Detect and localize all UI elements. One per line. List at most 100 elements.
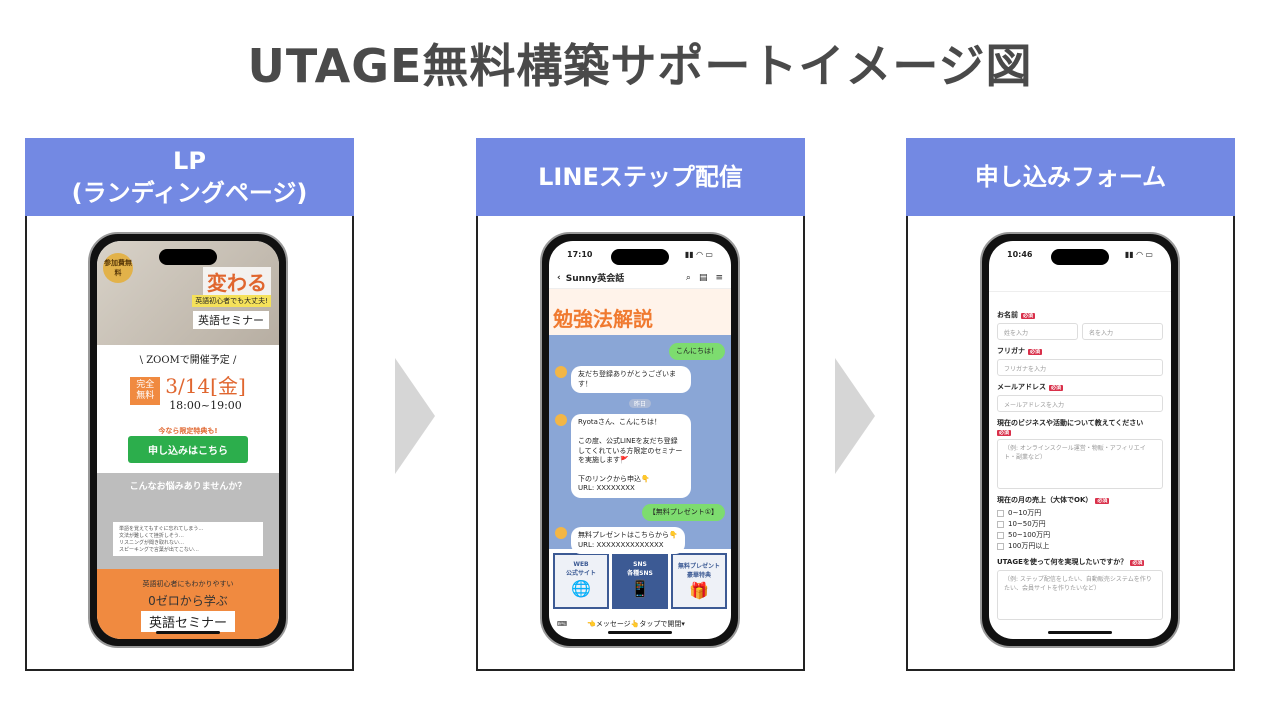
application-form: お名前必須 姓を入力名を入力 フリガナ必須 フリガナを入力 メールアドレス必須 … [989, 291, 1171, 620]
message-bubble: 【無料プレゼント①】 [641, 503, 725, 522]
field-label: 現在の月の売上（大体でOK）必須 [997, 495, 1163, 505]
search-icon[interactable]: ⌕ [685, 272, 691, 283]
worry-section: こんなお悩みありませんか？ 単語を覚えてもすぐに忘れてしまう… 文法が難しくて挫… [97, 473, 279, 581]
free-badge: 参加費無料 [103, 253, 133, 283]
status-bar: 17:10 ▮▮ ◠ ▭ [549, 241, 731, 267]
event-date: 3/14[金] [165, 374, 246, 398]
battery-icon: ▮▮ ◠ ▭ [684, 249, 713, 259]
date-pill: 昨日 [629, 399, 651, 409]
dynamic-island [1051, 249, 1109, 265]
worry-title: こんなお悩みありませんか？ [129, 482, 247, 492]
back-icon[interactable]: ‹ [557, 272, 561, 283]
dynamic-island [159, 249, 217, 265]
rich-menu-sns[interactable]: SNS 各種SNS 📱 [612, 553, 668, 609]
chat-area: 勉強法解説 こんにちは！ 友だち登録ありがとうございます！ 昨日 Ryotaさん… [549, 289, 731, 555]
option-label: 100万円以上 [1008, 542, 1050, 550]
required-badge: 必須 [1095, 498, 1110, 504]
menu-icon[interactable]: ≡ [715, 272, 723, 283]
sales-checkbox[interactable]: 10~50万円 [997, 519, 1163, 529]
worry-item: 文法が難しくて挫折しそう… [119, 533, 184, 539]
email-input[interactable]: メールアドレスを入力 [997, 395, 1163, 412]
header-line: (ランディングページ) [71, 179, 308, 207]
field-label: メールアドレス必須 [997, 382, 1163, 392]
menu-sub: 豪華特典 [686, 572, 711, 579]
seminar-title: 英語セミナー [193, 311, 269, 329]
menu-sub: 各種SNS [627, 570, 653, 577]
clock: 10:46 [1007, 249, 1033, 259]
event-time: 18:00~19:00 [169, 399, 242, 412]
worry-item: スピーキングで言葉が出てこない… [119, 547, 199, 553]
dynamic-island [611, 249, 669, 265]
footer-banner: 英語初心者にもわかりやすい 0ゼロから学ぶ 英語セミナー [97, 569, 279, 639]
avatar [555, 366, 567, 379]
field-label: お名前必須 [997, 310, 1163, 320]
message: 【無料プレゼント①】 [555, 503, 725, 522]
footer-seminar: 英語セミナー [140, 611, 235, 632]
headline: 変わる [203, 267, 271, 296]
message: こんにちは！ [555, 343, 725, 361]
account-name: Sunny英会話 [565, 274, 625, 284]
status-bar: 10:46 ▮▮ ◠ ▭ [989, 241, 1171, 267]
message: Ryotaさん、こんにちは！ この度、公式LINEを友だち登録してくれている方限… [555, 414, 725, 498]
lp-screen: 参加費無料 変わる 英語初心者でも大丈夫! 英語セミナー \ ZOOMで開催予定… [97, 241, 279, 639]
business-textarea[interactable]: （例: オンラインスクール運営・物販・アフィリエイト・副業など） [997, 439, 1163, 489]
globe-icon: 🌐 [571, 579, 591, 598]
menu-toggle[interactable]: 👈メッセージ👆タップで開閉▾ [587, 620, 685, 628]
message: 友だち登録ありがとうございます！ [555, 366, 725, 394]
sales-checkbox[interactable]: 50~100万円 [997, 530, 1163, 540]
header-line: LP [173, 146, 206, 175]
avatar [555, 527, 567, 540]
kana-input[interactable]: フリガナを入力 [997, 359, 1163, 376]
home-indicator [1048, 631, 1112, 634]
event-info: \ ZOOMで開催予定 / 完全無料 3/14[金]18:00~19:00 [97, 345, 279, 418]
required-badge: 必須 [1049, 385, 1064, 391]
worry-item: 単語を覚えてもすぐに忘れてしまう… [119, 526, 204, 532]
last-name-input[interactable]: 姓を入力 [997, 323, 1078, 340]
sales-checkbox[interactable]: 0~10万円 [997, 508, 1163, 518]
label-text: メールアドレス [997, 383, 1046, 391]
required-badge: 必須 [997, 430, 1012, 436]
first-name-input[interactable]: 名を入力 [1082, 323, 1163, 340]
battery-icon: ▮▮ ◠ ▭ [1124, 249, 1153, 259]
rich-menu-web[interactable]: WEB 公式サイト 🌐 [553, 553, 609, 609]
label-text: UTAGEを使って何を実現したいですか？ [997, 558, 1128, 566]
chevron-right-icon [835, 358, 875, 474]
goal-textarea[interactable]: （例: ステップ配信をしたい、自動販売システムを作りたい、会員サイトを作りたいな… [997, 570, 1163, 620]
menu-title: WEB [573, 561, 589, 568]
lp-phone: 参加費無料 変わる 英語初心者でも大丈夫! 英語セミナー \ ZOOMで開催予定… [88, 232, 288, 648]
clock: 17:10 [567, 249, 593, 259]
sales-checkbox[interactable]: 100万円以上 [997, 541, 1163, 551]
home-indicator [608, 631, 672, 634]
menu-sub: 公式サイト [565, 570, 596, 577]
chat-footer: ⌨ 👈メッセージ👆タップで開閉▾ [549, 613, 731, 635]
label-text: お名前 [997, 311, 1018, 319]
chat-banner: 勉強法解説 [549, 289, 731, 335]
chat-header: ‹ Sunny英会話 ⌕ ▤ ≡ [549, 267, 731, 289]
notes-icon[interactable]: ▤ [698, 272, 708, 283]
line-phone: 17:10 ▮▮ ◠ ▭ ‹ Sunny英会話 ⌕ ▤ ≡ 勉強法解説 こんにちは！ … [540, 232, 740, 648]
form-panel-header: 申し込みフォーム [906, 138, 1235, 216]
apply-button[interactable]: 申し込みはこちら [128, 436, 248, 463]
phone-icon: 📱 [630, 579, 650, 598]
line-panel-header: LINEステップ配信 [476, 138, 805, 216]
menu-title: SNS [633, 561, 647, 568]
keyboard-icon[interactable]: ⌨ [557, 620, 568, 628]
field-label: フリガナ必須 [997, 346, 1163, 356]
rich-menu-present[interactable]: 無料プレゼント豪華特典🎁 [671, 553, 727, 609]
option-label: 50~100万円 [1008, 531, 1051, 539]
option-label: 10~50万円 [1008, 520, 1046, 528]
message-bubble: 友だち登録ありがとうございます！ [571, 366, 691, 394]
form-screen: 10:46▮▮ ◠ ▭ お名前必須 姓を入力名を入力 フリガナ必須 フリガナを入… [989, 241, 1171, 639]
page-title: UTAGE無料構築サポートイメージ図 [247, 39, 1033, 93]
message: 無料プレゼントはこちらから👇 URL: XXXXXXXXXXXXXX [555, 527, 725, 555]
lp-panel: LP (ランディングページ) [25, 138, 354, 671]
field-label: UTAGEを使って何を実現したいですか？必須 [997, 557, 1163, 567]
label-text: 現在のビジネスや活動について教えてください [997, 419, 1144, 427]
footer-tag: 英語初心者にもわかりやすい [142, 580, 234, 588]
apply-cta[interactable]: 今なら限定特典も! 申し込みはこちら [128, 426, 248, 463]
required-badge: 必須 [1028, 349, 1043, 355]
label-text: フリガナ [997, 347, 1025, 355]
chevron-right-icon [395, 358, 435, 474]
required-badge: 必須 [1130, 560, 1145, 566]
cta-tag: 今なら限定特典も! [158, 427, 218, 435]
